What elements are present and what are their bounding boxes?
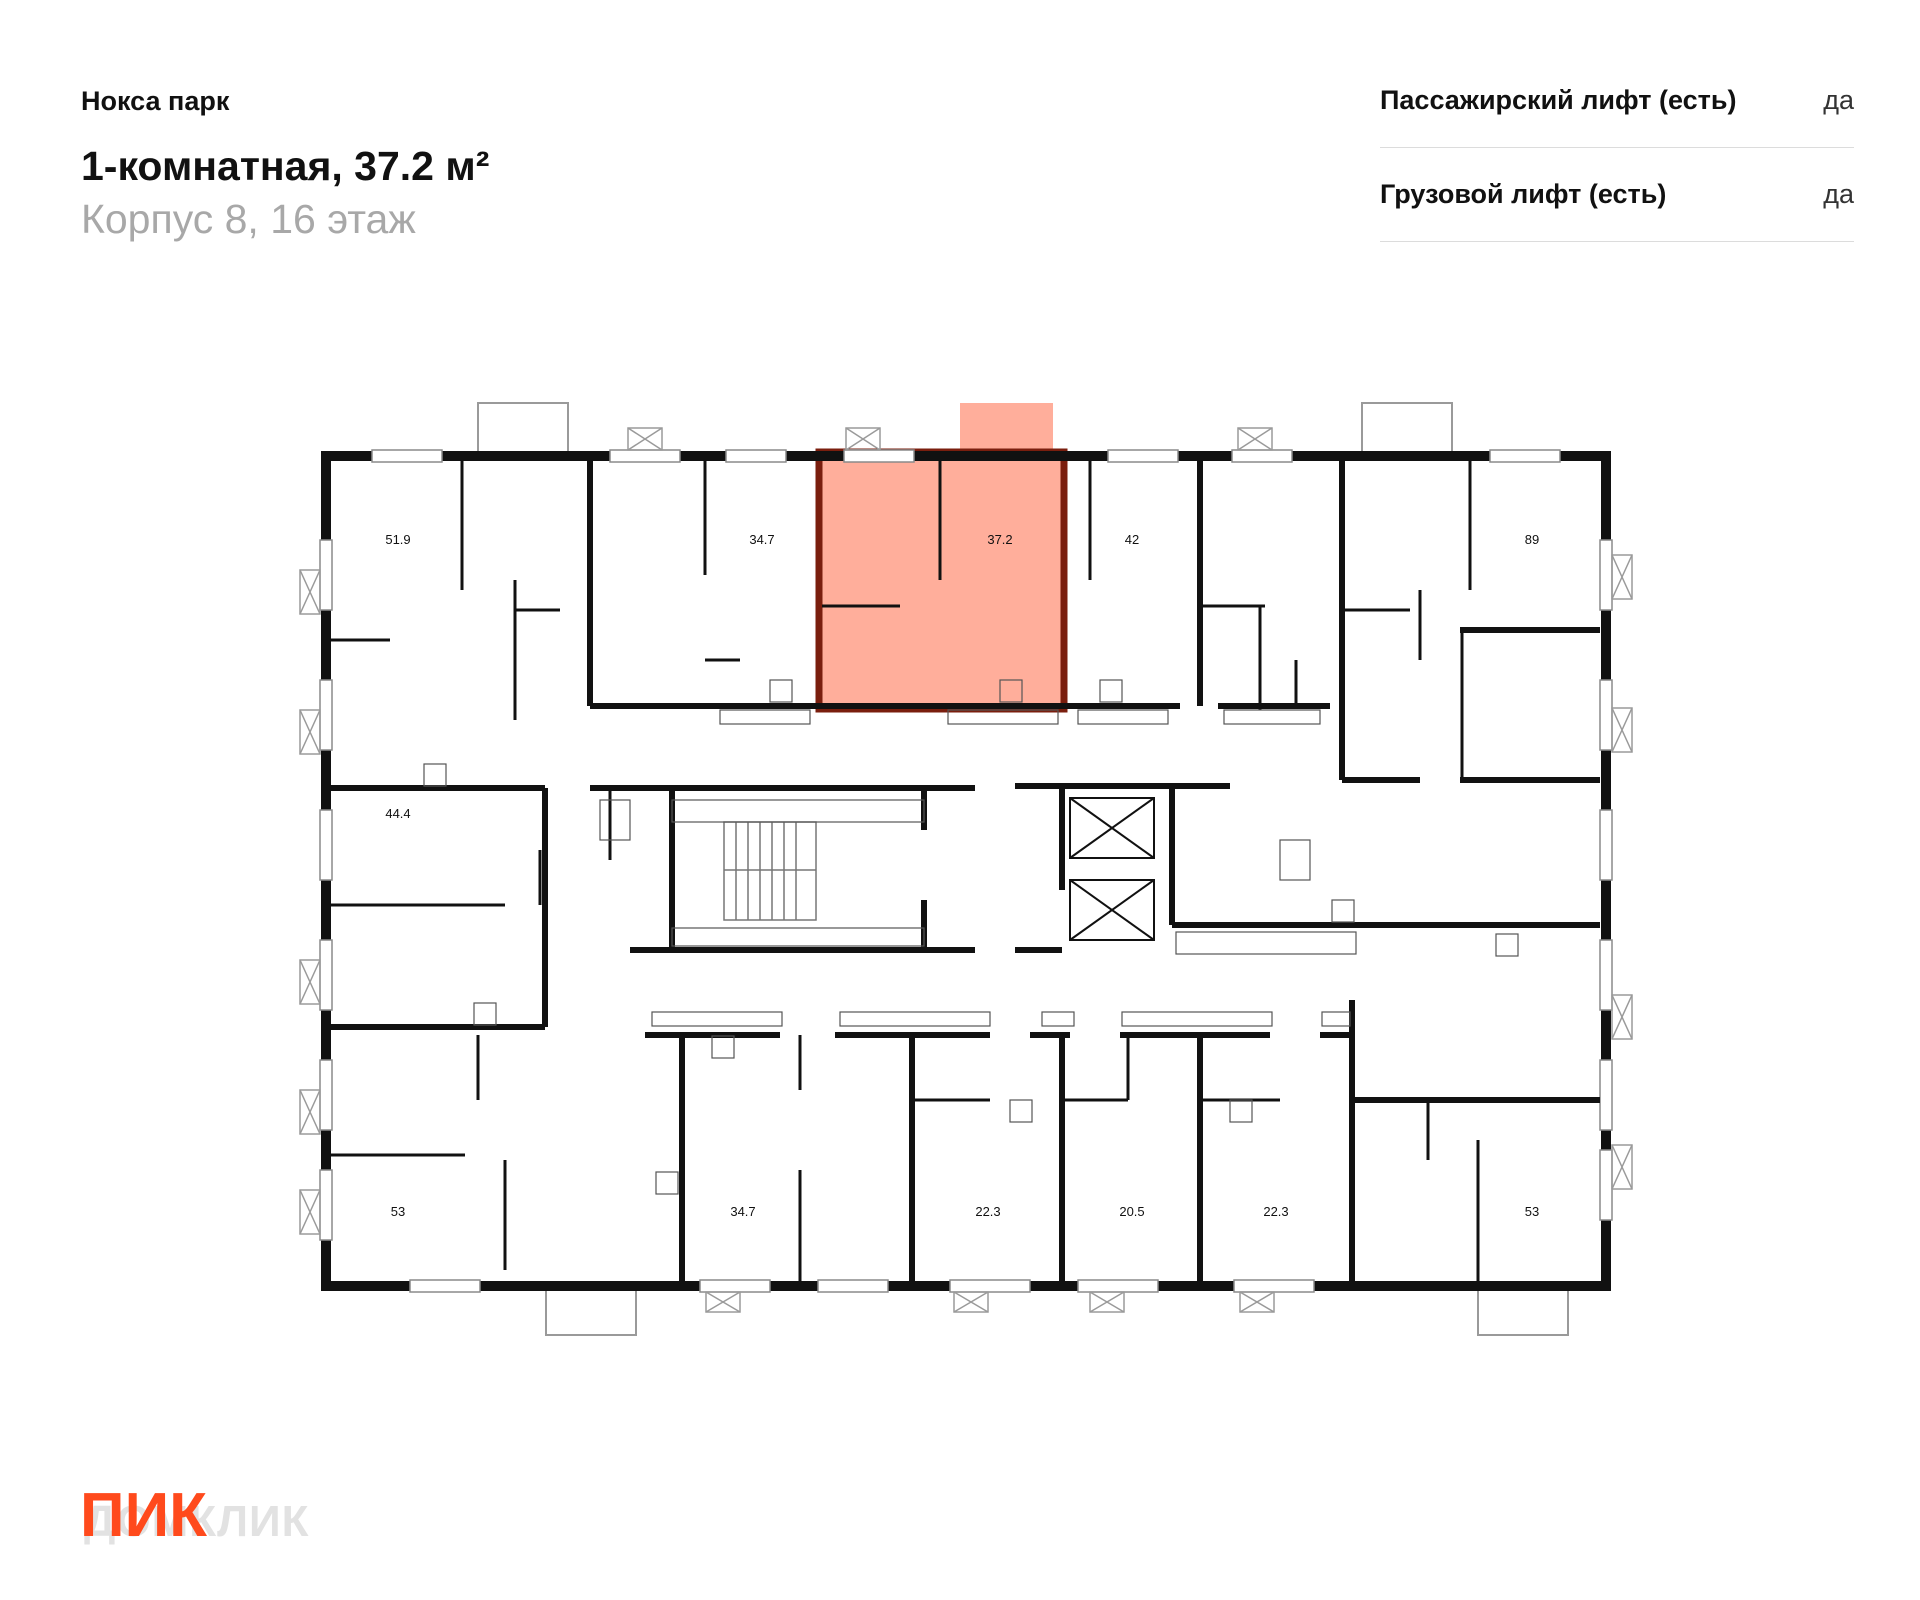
- lift-shafts: [1069, 797, 1155, 941]
- room-area-label: 37.2: [987, 532, 1012, 547]
- room-area-label: 53: [1525, 1204, 1539, 1219]
- room-area-label: 22.3: [1263, 1204, 1288, 1219]
- pik-logo: ПИК: [80, 1481, 207, 1550]
- feature-name: Пассажирский лифт (есть): [1380, 85, 1737, 115]
- room-area-label: 51.9: [385, 532, 410, 547]
- room-area-label: 34.7: [730, 1204, 755, 1219]
- brand-logo: ДОМКЛИК ПИК: [80, 1481, 309, 1550]
- window-vents: [299, 427, 1633, 1313]
- room-labels: 51.9 34.7 37.2 42 89 44.4 53 34.7 22.3 2…: [385, 532, 1539, 1219]
- room-area-label: 34.7: [749, 532, 774, 547]
- staircase: [723, 821, 817, 921]
- domclick-watermark: ДОМКЛИК: [84, 1497, 309, 1546]
- fixtures: [423, 679, 1519, 1195]
- room-area-label: 44.4: [385, 806, 410, 821]
- feature-name: Грузовой лифт (есть): [1380, 179, 1667, 209]
- room-area-label: 20.5: [1119, 1204, 1144, 1219]
- project-name: Нокса парк: [81, 86, 230, 116]
- feature-cargo-lift: Грузовой лифт (есть) да: [1380, 148, 1854, 242]
- apartment-subtitle: Корпус 8, 16 этаж: [81, 196, 416, 242]
- room-area-label: 22.3: [975, 1204, 1000, 1219]
- feature-value: да: [1823, 85, 1854, 115]
- feature-value: да: [1823, 179, 1854, 209]
- room-area-label: 53: [391, 1204, 405, 1219]
- room-area-label: 42: [1125, 532, 1139, 547]
- features-list: Пассажирский лифт (есть) да Грузовой лиф…: [1380, 54, 1854, 242]
- partition-walls: [326, 456, 1480, 1286]
- feature-passenger-lift: Пассажирский лифт (есть) да: [1380, 54, 1854, 148]
- room-area-label: 89: [1525, 532, 1539, 547]
- apartment-title: 1-комнатная, 37.2 м²: [81, 143, 490, 189]
